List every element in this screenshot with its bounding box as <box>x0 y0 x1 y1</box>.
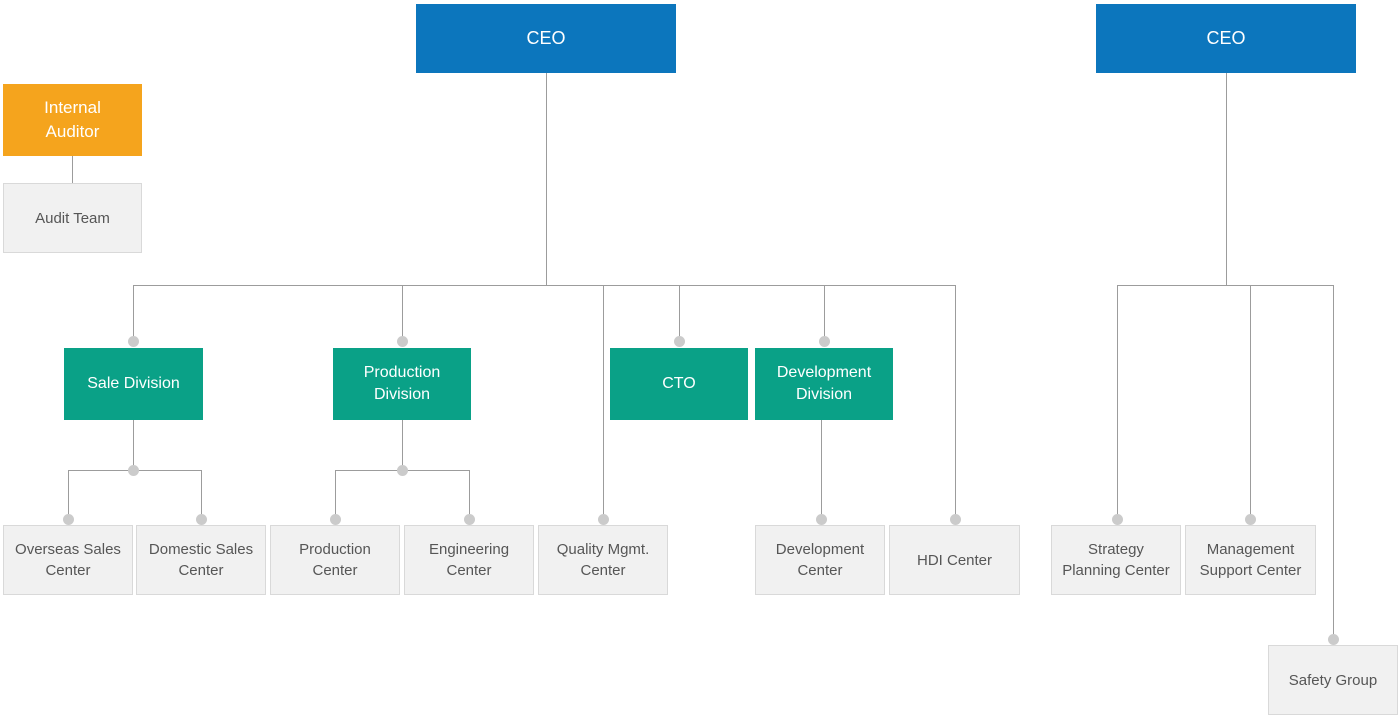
org-node-label: Strategy Planning Center <box>1062 541 1170 579</box>
connector-dot <box>598 514 609 525</box>
org-node-label: Audit Team <box>35 209 110 227</box>
org-node-strategy-planning-center: Strategy Planning Center <box>1051 525 1181 595</box>
connector-dot <box>674 336 685 347</box>
connector-line-vertical <box>679 285 680 341</box>
org-node-label: Quality Mgmt. Center <box>556 541 650 579</box>
connector-line-vertical <box>68 470 69 519</box>
org-node-label: CEO <box>1206 27 1246 48</box>
org-node-production-division: Production Division <box>333 348 471 420</box>
org-node-safety-group: Safety Group <box>1268 645 1398 715</box>
connector-line-vertical <box>133 285 134 341</box>
connector-line-vertical <box>335 470 336 519</box>
org-node-production-center: Production Center <box>270 525 400 595</box>
org-node-internal-auditor: Internal Auditor <box>3 84 142 156</box>
org-node-development-center: Development Center <box>755 525 885 595</box>
connector-dot <box>196 514 207 525</box>
org-node-label: HDI Center <box>916 551 993 569</box>
connector-line-vertical <box>1250 285 1251 519</box>
connector-line-vertical <box>133 420 134 470</box>
connector-line-vertical <box>1333 285 1334 639</box>
org-node-label: Development Division <box>776 363 872 403</box>
org-node-domestic-sales-center: Domestic Sales Center <box>136 525 266 595</box>
connector-line-vertical <box>469 470 470 519</box>
connector-dot <box>1112 514 1123 525</box>
org-node-label: Production Center <box>299 541 371 579</box>
org-node-label: Safety Group <box>1288 671 1378 689</box>
connector-dot <box>816 514 827 525</box>
org-node-sale-division: Sale Division <box>64 348 203 420</box>
org-node-development-division: Development Division <box>755 348 893 420</box>
org-node-label: Domestic Sales Center <box>148 541 254 579</box>
org-node-engineering-center: Engineering Center <box>404 525 534 595</box>
org-node-label: CTO <box>662 374 696 392</box>
connector-dot <box>1328 634 1339 645</box>
org-node-label: Management Support Center <box>1199 541 1302 579</box>
connector-dot <box>397 465 408 476</box>
org-node-ceo-left: CEO <box>416 4 676 73</box>
connector-dot <box>128 336 139 347</box>
org-node-overseas-sales-center: Overseas Sales Center <box>3 525 133 595</box>
connector-dot <box>950 514 961 525</box>
org-node-management-support-center: Management Support Center <box>1185 525 1316 595</box>
connector-dot <box>397 336 408 347</box>
connector-dot <box>63 514 74 525</box>
org-node-label: Engineering Center <box>428 541 510 579</box>
connector-line-vertical <box>402 285 403 341</box>
connector-dot <box>1245 514 1256 525</box>
org-node-hdi-center: HDI Center <box>889 525 1020 595</box>
org-node-audit-team: Audit Team <box>3 183 142 253</box>
org-node-label: Overseas Sales Center <box>15 541 121 579</box>
org-node-cto: CTO <box>610 348 748 420</box>
connector-line-vertical <box>402 420 403 470</box>
org-node-label: Development Center <box>775 541 865 579</box>
org-node-ceo-right: CEO <box>1096 4 1356 73</box>
connector-dot <box>819 336 830 347</box>
connector-line-vertical <box>546 73 547 285</box>
connector-line-vertical <box>1226 73 1227 285</box>
org-node-label: CEO <box>526 27 566 48</box>
connector-line-vertical <box>955 285 956 519</box>
org-node-label: Sale Division <box>87 374 180 392</box>
org-node-label: Production Division <box>363 363 441 403</box>
connector-line-vertical <box>603 285 604 519</box>
connector-line-vertical <box>824 285 825 341</box>
org-node-label: Internal Auditor <box>44 98 101 141</box>
connector-line-horizontal <box>1117 285 1334 286</box>
org-node-quality-mgmt-center: Quality Mgmt. Center <box>538 525 668 595</box>
connector-dot <box>330 514 341 525</box>
connector-line-vertical <box>201 470 202 519</box>
connector-dot <box>464 514 475 525</box>
connector-line-vertical <box>821 420 822 519</box>
connector-line-vertical <box>72 156 73 183</box>
connector-line-vertical <box>1117 285 1118 519</box>
connector-line-horizontal <box>133 285 956 286</box>
connector-dot <box>128 465 139 476</box>
